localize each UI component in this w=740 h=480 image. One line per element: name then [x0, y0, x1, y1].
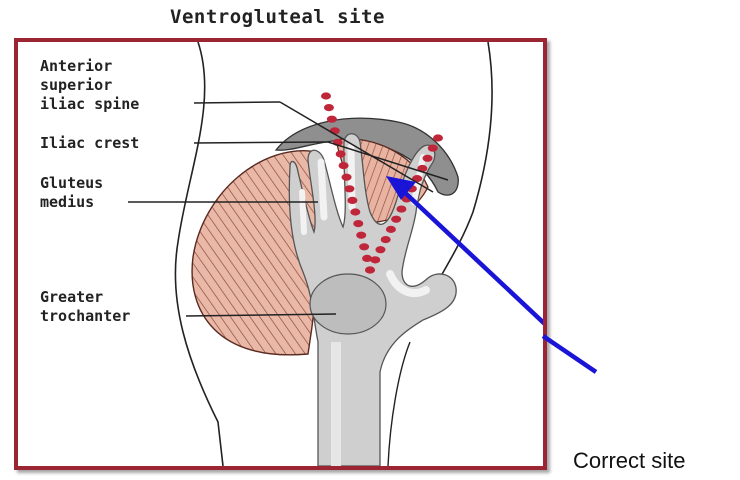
correct-site-caption: Correct site	[573, 448, 685, 474]
